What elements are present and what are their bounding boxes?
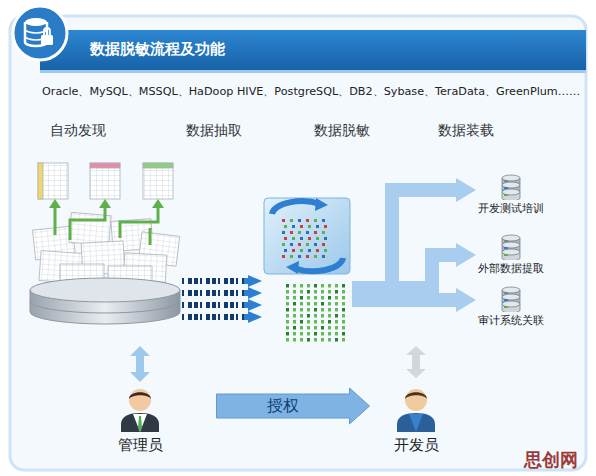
destination-node: 审计系统关联 [474, 284, 548, 330]
step-heading: 数据抽取 [186, 122, 242, 140]
diagram-title: 数据脱敏流程及功能 [90, 40, 225, 59]
step-heading: 数据脱敏 [314, 122, 370, 140]
destination-label: 开发测试培训 [478, 201, 544, 216]
database-icon [500, 174, 522, 200]
database-icon [500, 286, 522, 312]
role-label: 开发员 [394, 436, 439, 455]
destination-label: 外部数据提取 [478, 261, 544, 276]
developer-figure [394, 386, 438, 432]
database-list: Oracle、MySQL、MSSQL、HaDoop HIVE、PostgreSQ… [42, 84, 580, 99]
edge-label: 授权 [265, 396, 301, 417]
role-label: 管理员 [118, 436, 163, 455]
step-heading: 数据装载 [438, 122, 494, 140]
destination-label: 审计系统关联 [478, 313, 544, 328]
destination-node: 开发测试培训 [474, 172, 548, 218]
database-icon [500, 234, 522, 260]
authorization-arrow [217, 388, 370, 424]
watermark: 思创网 [524, 448, 578, 472]
destination-node: 外部数据提取 [474, 232, 548, 278]
person-node: 管理员 [114, 384, 167, 457]
administrator-figure [118, 386, 162, 432]
person-node: 开发员 [390, 384, 443, 457]
step-heading: 自动发现 [50, 122, 106, 140]
